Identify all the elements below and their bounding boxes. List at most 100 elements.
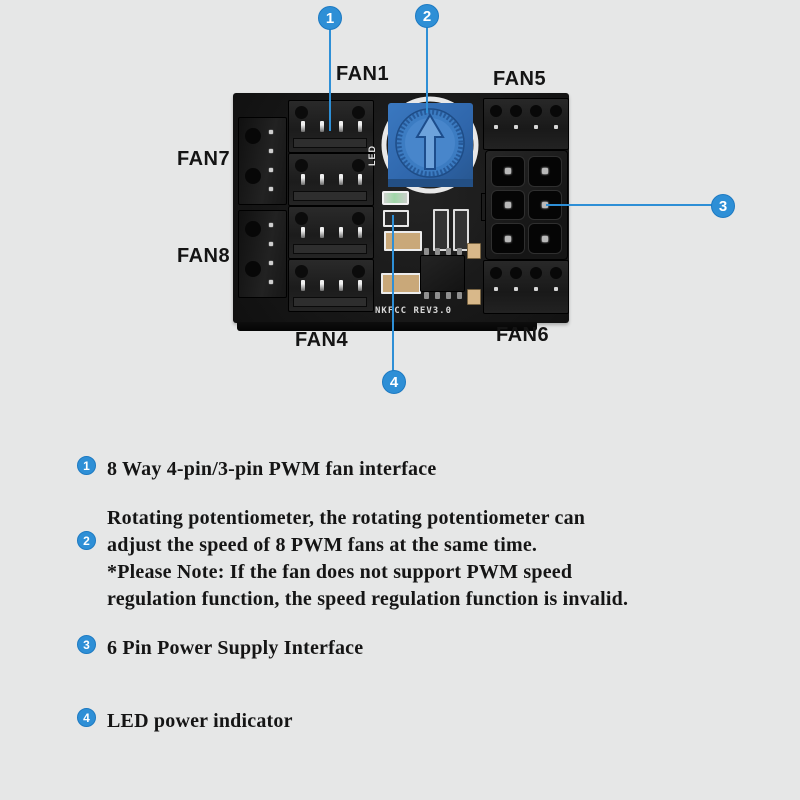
connector-pin — [554, 125, 558, 129]
callout-1-marker: 1 — [318, 6, 342, 30]
ic-leg — [424, 248, 429, 255]
pcb-board: LED NKFCC REV3.0 — [233, 93, 569, 331]
led-silkscreen-label: LED — [367, 145, 377, 166]
connector-pin — [494, 125, 498, 129]
connector-hole — [510, 105, 522, 117]
connector-hole — [530, 105, 542, 117]
connector-pin — [514, 287, 518, 291]
connector-hole — [550, 105, 562, 117]
smd-component — [433, 209, 449, 251]
legend-line: 6 Pin Power Supply Interface — [107, 637, 364, 659]
ic-leg — [435, 292, 440, 299]
connector-ledge — [293, 191, 367, 201]
callout-4-marker: 4 — [382, 370, 406, 394]
connector-hole — [245, 128, 261, 144]
power-connector-6pin — [485, 150, 568, 260]
smd-resistor — [381, 273, 421, 294]
fan-label-fan5: FAN5 — [493, 68, 547, 90]
connector-pin — [301, 121, 305, 132]
legend-text-2: Rotating potentiometer, the rotating pot… — [107, 505, 628, 613]
power-socket — [528, 156, 562, 187]
legend-item-3: 3 6 Pin Power Supply Interface — [77, 635, 363, 662]
legend-badge-2: 2 — [77, 531, 96, 550]
fan-label-fan8: FAN8 — [177, 245, 231, 267]
callout-3-line — [546, 204, 712, 206]
legend-badge-3: 3 — [77, 635, 96, 654]
legend-text-1: 8 Way 4-pin/3-pin PWM fan interface — [107, 456, 436, 483]
fan5-header — [483, 98, 569, 150]
connector-hole — [245, 261, 261, 277]
legend-line: regulation function, the speed regulatio… — [107, 588, 629, 610]
callout-2-line — [426, 27, 428, 113]
connector-ledge — [293, 138, 367, 148]
connector-hole — [295, 159, 308, 172]
connector-pin — [301, 280, 305, 291]
ic-leg — [457, 292, 462, 299]
connector-hole — [245, 168, 261, 184]
silkscreen-text: NKFCC REV3.0 — [375, 306, 453, 316]
power-socket — [491, 189, 525, 221]
legend-line: adjust the speed of 8 PWM fans at the sa… — [107, 534, 538, 556]
connector-hole — [245, 221, 261, 237]
ic-leg — [446, 292, 451, 299]
connector-pin — [269, 223, 273, 227]
ic-leg — [446, 248, 451, 255]
legend-line: Rotating potentiometer, the rotating pot… — [107, 507, 586, 529]
fan-label-fan6: FAN6 — [496, 324, 550, 346]
silkscreen-circle — [381, 96, 479, 194]
fan1-header — [288, 100, 374, 153]
legend-item-2: 2 Rotating potentiometer, the rotating p… — [77, 505, 628, 613]
connector-hole — [352, 106, 365, 119]
connector-hole — [550, 267, 562, 279]
callout-3-marker: 3 — [711, 194, 735, 218]
fan6-header — [483, 260, 569, 314]
connector-pin — [301, 174, 305, 185]
legend-item-1: 1 8 Way 4-pin/3-pin PWM fan interface — [77, 456, 436, 483]
power-socket — [491, 223, 525, 254]
fan-label-fan1: FAN1 — [336, 63, 390, 85]
connector-hole — [295, 106, 308, 119]
power-socket — [491, 156, 525, 187]
smd-capacitor — [467, 289, 481, 305]
connector-hole — [352, 265, 365, 278]
connector-pin — [494, 287, 498, 291]
connector-pin — [358, 227, 362, 238]
connector-hole — [352, 159, 365, 172]
connector-pin — [358, 121, 362, 132]
connector-pin — [339, 280, 343, 291]
pcb-edge — [237, 322, 537, 331]
fan4-header — [288, 259, 374, 312]
connector-pin — [269, 130, 273, 134]
connector-pin — [301, 227, 305, 238]
connector-hole — [352, 212, 365, 225]
connector-pin — [534, 125, 538, 129]
connector-pin — [269, 280, 273, 284]
legend-text-3: 6 Pin Power Supply Interface — [107, 635, 363, 662]
legend-item-4: 4 LED power indicator — [77, 708, 293, 735]
connector-hole — [295, 212, 308, 225]
power-socket — [528, 223, 562, 254]
connector-pin — [269, 168, 273, 172]
connector-pin — [554, 287, 558, 291]
callout-1-line — [329, 29, 331, 131]
smd-resistor — [384, 231, 422, 251]
connector-hole — [490, 267, 502, 279]
connector-pin — [320, 227, 324, 238]
led-indicator — [382, 191, 409, 205]
connector-pin — [320, 174, 324, 185]
legend-line: *Please Note: If the fan does not suppor… — [107, 561, 573, 583]
fan2-header — [288, 153, 374, 206]
potentiometer-base — [388, 179, 473, 187]
legend-line: 8 Way 4-pin/3-pin PWM fan interface — [107, 458, 437, 480]
ic-leg — [424, 292, 429, 299]
connector-pin — [320, 280, 324, 291]
fan-label-fan7: FAN7 — [177, 148, 231, 170]
connector-pin — [358, 280, 362, 291]
legend-line: LED power indicator — [107, 710, 293, 732]
connector-pin — [514, 125, 518, 129]
callout-4-line — [392, 215, 394, 371]
connector-ledge — [293, 244, 367, 254]
dial-knurl — [396, 109, 464, 177]
connector-pin — [358, 174, 362, 185]
